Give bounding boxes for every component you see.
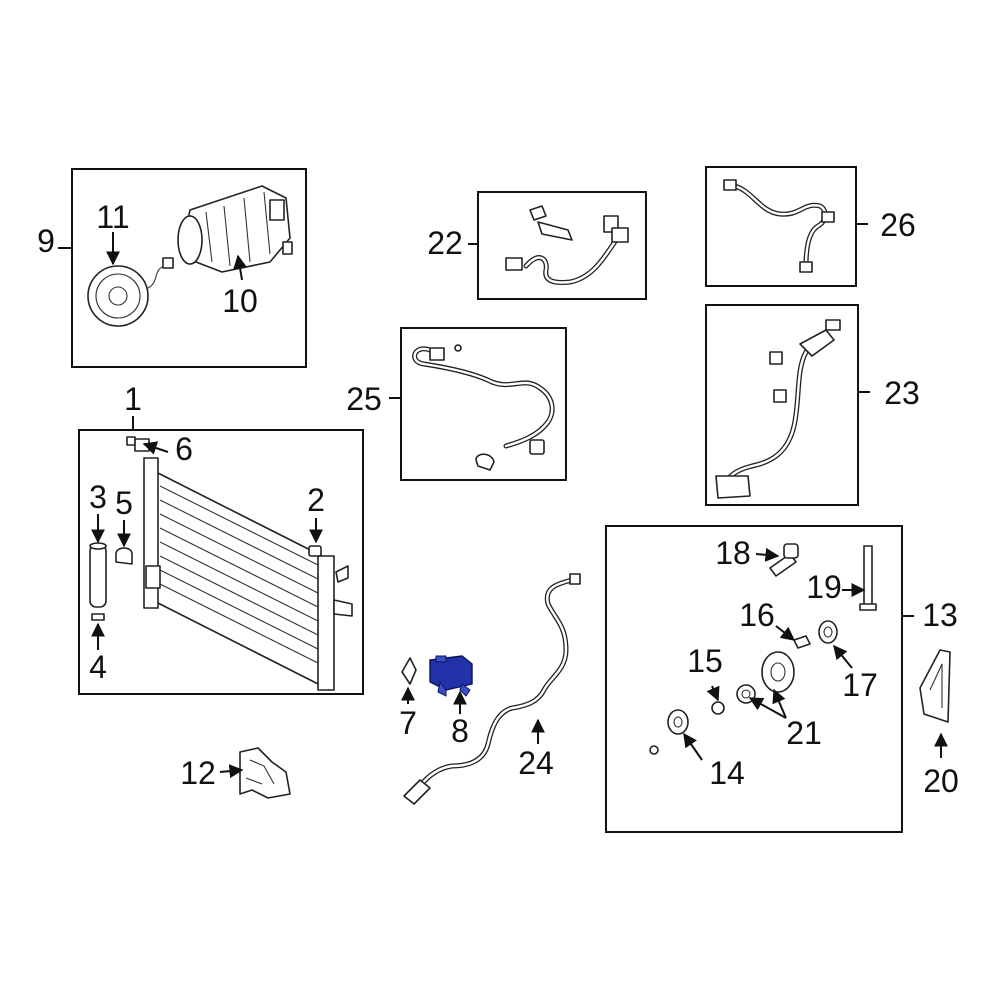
nut-16-part[interactable]: [793, 635, 811, 649]
callout-14: 14: [709, 755, 745, 791]
callout-16: 16: [739, 597, 775, 633]
line-group-26-box: [705, 166, 868, 287]
callout-labels: 1 2 3 4 5 6 8 7 9 10 11 12 13 14 15 16 1…: [37, 199, 959, 799]
clip-7-part[interactable]: [401, 657, 417, 685]
callout-10: 10: [222, 283, 258, 319]
drier-bottle-part[interactable]: [89, 542, 107, 608]
bolt-18-part[interactable]: [769, 543, 799, 577]
stud-19-part[interactable]: [859, 545, 877, 611]
nut-15-part[interactable]: [711, 701, 725, 715]
callout-12: 12: [180, 755, 216, 791]
line-group-25-box: [389, 327, 567, 481]
clutch-pulley-part[interactable]: [87, 257, 174, 327]
bracket-20-part[interactable]: [919, 649, 951, 723]
callout-3: 3: [89, 479, 107, 515]
callout-5: 5: [115, 485, 133, 521]
suction-hose-23-part[interactable]: [715, 319, 841, 499]
callout-8: 8: [451, 713, 469, 749]
line-24-part[interactable]: [403, 573, 581, 805]
callout-9: 9: [37, 223, 55, 259]
callout-19: 19: [806, 569, 842, 605]
callout-13: 13: [922, 597, 958, 633]
mount-21-part[interactable]: [736, 651, 795, 704]
condenser-group-box: [78, 416, 364, 695]
callout-18: 18: [715, 535, 751, 571]
leader-lines: [91, 232, 948, 779]
callout-20: 20: [923, 763, 959, 799]
hose-group-23-box: [705, 304, 870, 506]
highlighted-part-8[interactable]: [429, 655, 473, 697]
callout-11: 11: [96, 199, 129, 235]
callout-6: 6: [175, 431, 193, 467]
hose-assembly-22-part[interactable]: [505, 205, 629, 285]
callout-21: 21: [786, 715, 822, 751]
hardware-group-13-box: [605, 525, 914, 833]
hose-group-22-box: [468, 191, 647, 300]
callout-7: 7: [399, 705, 417, 741]
callout-2: 2: [307, 482, 325, 518]
liquid-line-25-part[interactable]: [412, 344, 555, 471]
callout-26: 26: [880, 207, 916, 243]
condenser-cap-part[interactable]: [308, 545, 322, 557]
compressor-group-box: [58, 168, 307, 368]
grommet-17-part[interactable]: [818, 620, 838, 644]
callout-15: 15: [687, 643, 723, 679]
callout-4: 4: [89, 649, 107, 685]
callout-22: 22: [427, 225, 463, 261]
washer-14-part[interactable]: [649, 709, 689, 755]
callout-25: 25: [346, 381, 382, 417]
pressure-line-26-part[interactable]: [723, 179, 835, 273]
callout-24: 24: [518, 745, 554, 781]
callout-23: 23: [884, 375, 920, 411]
drier-bracket-part[interactable]: [115, 547, 133, 565]
callout-1: 1: [124, 381, 142, 417]
bracket-12-part[interactable]: [239, 747, 291, 799]
condenser-part[interactable]: [143, 457, 353, 691]
compressor-part[interactable]: [177, 185, 293, 273]
drier-plug-part[interactable]: [91, 613, 105, 621]
callout-17: 17: [842, 667, 878, 703]
